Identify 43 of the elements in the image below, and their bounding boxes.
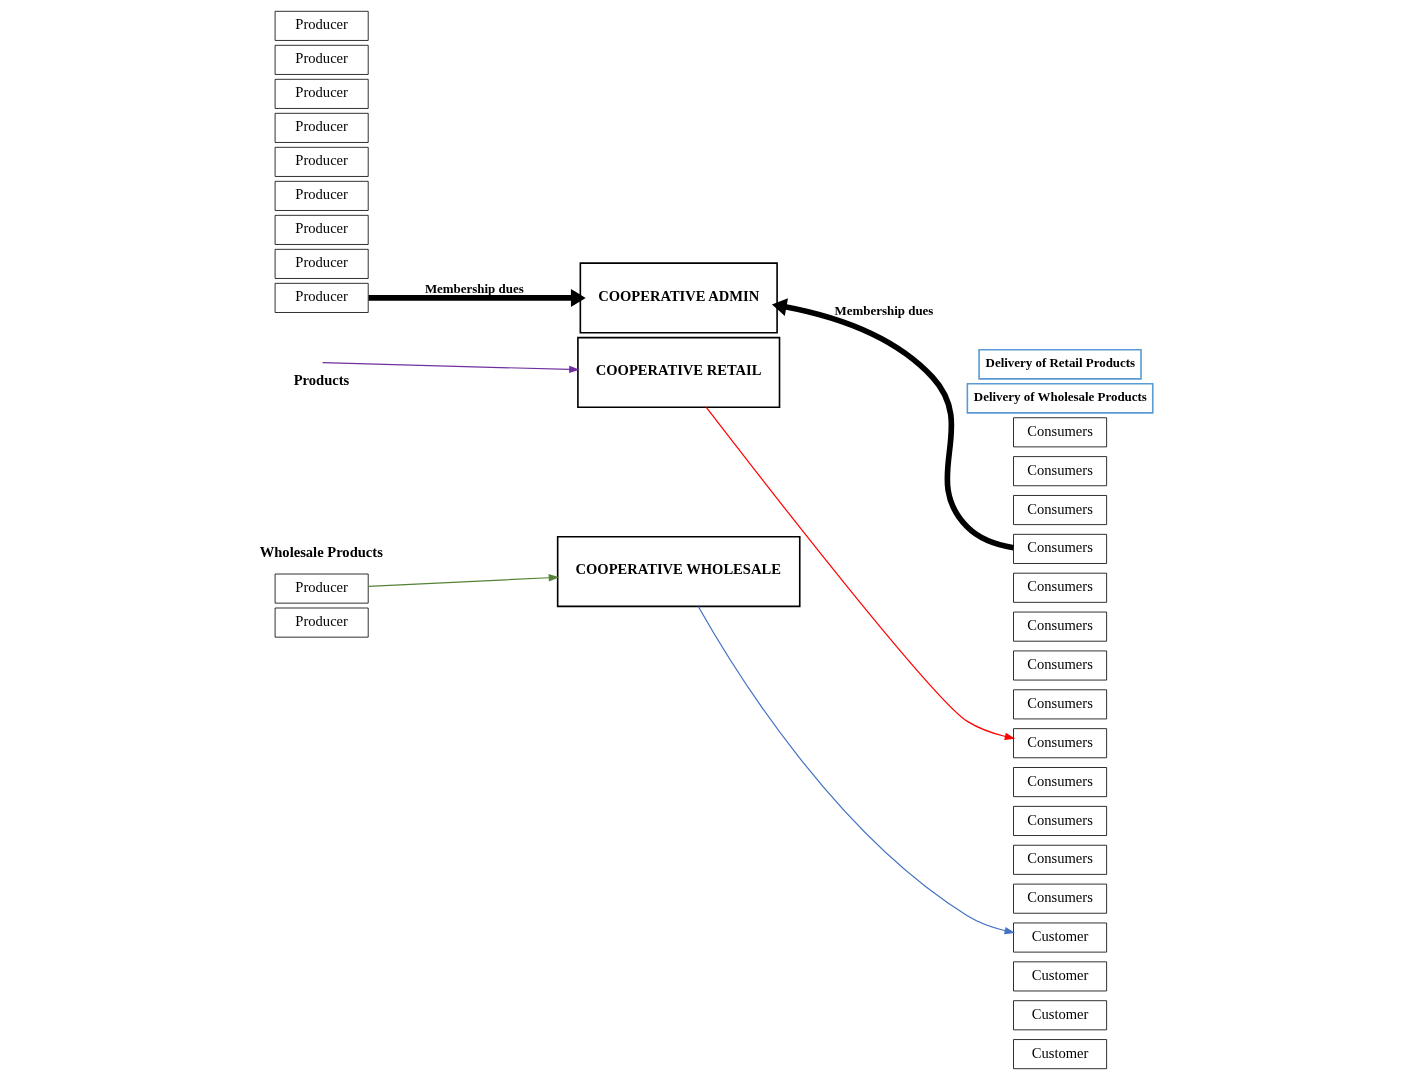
node-box: Consumers bbox=[1013, 611, 1107, 642]
node-box: Producer bbox=[274, 607, 369, 638]
label: Products bbox=[293, 371, 350, 388]
node-box: Consumers bbox=[1013, 883, 1107, 914]
label: Wholesale Products bbox=[259, 544, 383, 561]
node-box: Customer bbox=[1013, 1039, 1107, 1070]
node-box: Consumers bbox=[1013, 728, 1107, 759]
node-box: Consumers bbox=[1013, 805, 1107, 836]
node-box: Producer bbox=[274, 214, 369, 245]
node-box: Consumers bbox=[1013, 650, 1107, 681]
node-box: Producer bbox=[274, 112, 369, 143]
node-box: Consumers bbox=[1013, 533, 1107, 564]
node-box: Consumers bbox=[1013, 844, 1107, 875]
node-box: Customer bbox=[1013, 922, 1107, 953]
node-box: COOPERATIVE ADMIN bbox=[579, 262, 778, 334]
node-box: Consumers bbox=[1013, 689, 1107, 720]
node-box: Customer bbox=[1013, 1000, 1107, 1031]
arrow bbox=[321, 362, 580, 374]
node-box: Consumers bbox=[1013, 495, 1107, 526]
arrow bbox=[705, 406, 1016, 740]
node-box: Consumers bbox=[1013, 456, 1107, 487]
node-box: Producer bbox=[274, 78, 369, 109]
arrow bbox=[367, 574, 560, 587]
node-box: Producer bbox=[274, 180, 369, 211]
node-box: Consumers bbox=[1013, 417, 1107, 448]
edge-label: Membership dues bbox=[424, 280, 524, 296]
node-box: Delivery of Retail Products bbox=[978, 348, 1142, 380]
node-box: Producer bbox=[274, 282, 369, 313]
arrow bbox=[368, 288, 586, 307]
node-box: COOPERATIVE WHOLESALE bbox=[556, 535, 801, 608]
node-box: Customer bbox=[1013, 961, 1107, 992]
node-box: Delivery of Wholesale Products bbox=[966, 382, 1154, 414]
node-box: Producer bbox=[274, 146, 369, 177]
node-box: Producer bbox=[274, 248, 369, 279]
arrow bbox=[697, 605, 1016, 935]
node-box: Producer bbox=[274, 573, 369, 604]
node-box: Producer bbox=[274, 10, 369, 41]
node-box: Consumers bbox=[1013, 572, 1107, 603]
node-box: Consumers bbox=[1013, 767, 1107, 798]
node-box: Producer bbox=[274, 44, 369, 75]
edge-label: Membership dues bbox=[834, 302, 934, 318]
node-box: COOPERATIVE RETAIL bbox=[577, 336, 781, 409]
arrow bbox=[771, 298, 1014, 551]
